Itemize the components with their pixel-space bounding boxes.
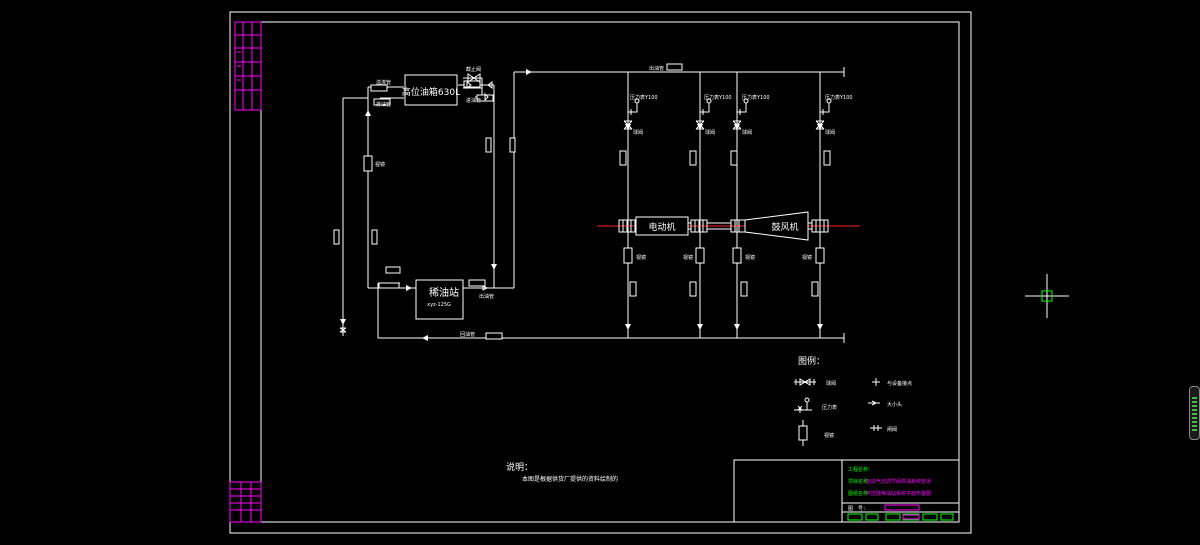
legend-item-ball-valve: 球阀 bbox=[826, 380, 836, 387]
title-block-project-label: 工程名称： bbox=[848, 466, 873, 473]
return-pipe-label: 回油管 bbox=[460, 331, 475, 338]
title-block-drawing-label: 图纸名称 bbox=[848, 490, 868, 497]
title-block-drawing-value: 可控硅稀油站系统平面布置图 bbox=[866, 490, 931, 497]
left-sight-glass-label: 视镜 bbox=[375, 161, 385, 168]
legend-item-gate-valve: 闸阀 bbox=[887, 426, 897, 433]
pressure-gauge-label-4: 压力表Y100 bbox=[825, 94, 853, 101]
legend-item-equipment-joint: 与设备接点 bbox=[887, 380, 912, 387]
piping-network bbox=[342, 67, 845, 343]
sight-glass-label-3: 视镜 bbox=[745, 254, 755, 261]
title-block-number-field bbox=[884, 504, 920, 511]
high-oil-tank-label: 高位油箱630L bbox=[402, 86, 460, 98]
electric-motor bbox=[635, 216, 689, 236]
cad-crosshair-cursor bbox=[1025, 274, 1069, 318]
drawing-outer-frame bbox=[229, 11, 972, 534]
branch-ball-valves bbox=[623, 120, 825, 130]
pressure-gauge-label-3: 压力表Y100 bbox=[742, 94, 770, 101]
pressure-gauge-label-1: 压力表Y100 bbox=[630, 94, 658, 101]
top-outlet-pipe-label: 出油管 bbox=[649, 65, 664, 72]
title-block-item-label: 项目名称 bbox=[848, 478, 868, 485]
legend-item-reducer: 大小头 bbox=[887, 401, 902, 408]
shaft-couplings bbox=[618, 219, 829, 233]
blower-fan-label: 鼓风机 bbox=[771, 221, 798, 233]
ball-valve-label-1: 球阀 bbox=[633, 129, 643, 136]
oil-station-label: 稀油站 bbox=[429, 286, 459, 299]
station-outlet-pipe-label: 出油管 bbox=[479, 293, 494, 300]
blower-fan bbox=[744, 211, 809, 241]
title-block-number-label: 图 号： bbox=[848, 506, 868, 512]
ball-valve-label-4: 球阀 bbox=[825, 129, 835, 136]
overflow-pipe-label: 溢流管 bbox=[376, 79, 391, 86]
title-block bbox=[733, 459, 960, 523]
ball-valve-label-3: 球阀 bbox=[742, 129, 752, 136]
binding-strip-top bbox=[234, 21, 262, 111]
ball-valve-label-2: 球阀 bbox=[705, 129, 715, 136]
oil-station-model: xyz-125G bbox=[427, 302, 451, 308]
check-valve-label: 截止阀 bbox=[466, 66, 481, 73]
legend-item-pressure-gauge: 压力表 bbox=[822, 404, 837, 411]
oil-station bbox=[415, 279, 464, 320]
drawing-inner-frame bbox=[260, 21, 960, 523]
pipe-fittings bbox=[333, 63, 831, 340]
sight-glass-label-2: 视镜 bbox=[683, 254, 693, 261]
notes-title: 说明： bbox=[506, 461, 533, 473]
legend-title: 图例： bbox=[798, 355, 825, 367]
tank-valves bbox=[339, 73, 493, 333]
title-block-item-value: 自动气动调节阀供油系统管道 bbox=[866, 478, 931, 485]
binding-strip-bottom bbox=[229, 481, 262, 523]
high-oil-tank bbox=[404, 74, 458, 106]
inlet-pipe-label: 进油管 bbox=[466, 97, 481, 104]
title-block-number-cell bbox=[902, 514, 920, 520]
pressure-gauges bbox=[628, 98, 832, 115]
notes-text: 本图是根据供货厂提供的资料绘制的 bbox=[522, 475, 618, 483]
flow-arrows bbox=[340, 69, 823, 341]
vertical-scrollbar[interactable] bbox=[1189, 386, 1200, 440]
pressure-gauge-label-2: 压力表Y100 bbox=[704, 94, 732, 101]
drain-pipe-label: 排油管 bbox=[376, 101, 391, 108]
electric-motor-label: 电动机 bbox=[648, 221, 675, 233]
sight-glass-label-1: 视镜 bbox=[636, 254, 646, 261]
legend-item-sight-glass: 视镜 bbox=[824, 432, 834, 439]
legend-symbols bbox=[794, 378, 882, 446]
sight-glass-label-4: 视镜 bbox=[802, 254, 812, 261]
